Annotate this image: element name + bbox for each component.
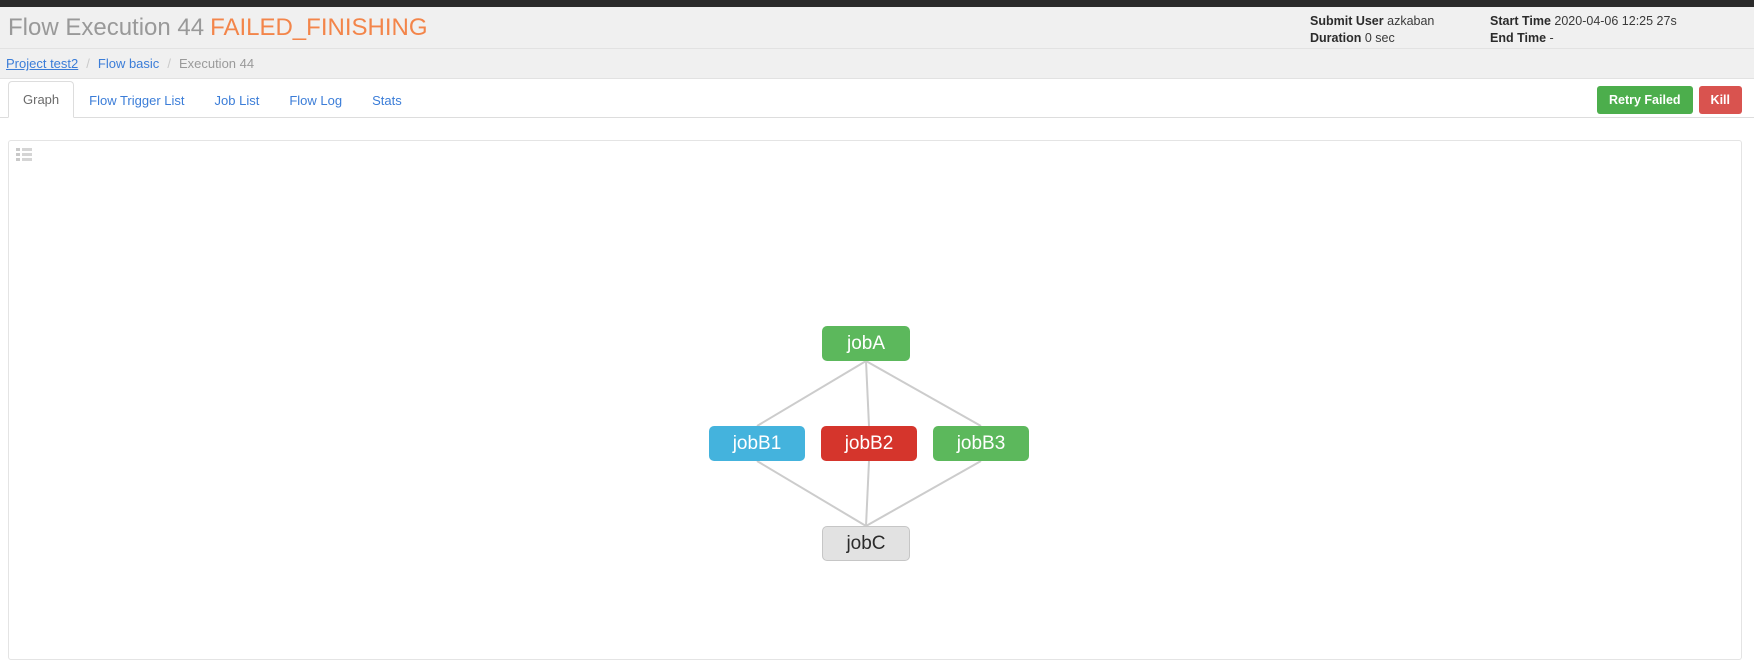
tab-job-list[interactable]: Job List: [214, 93, 260, 108]
submit-user-row: Submit User azkaban: [1310, 13, 1434, 30]
kill-button[interactable]: Kill: [1698, 86, 1742, 114]
end-time-label: End Time: [1490, 31, 1547, 45]
start-time-row: Start Time 2020-04-06 12:25 27s: [1490, 13, 1677, 30]
graph-edge-jobB2-jobC: [865, 460, 870, 527]
graph-edge-jobA-jobB2: [865, 360, 870, 427]
list-icon-row: [16, 158, 33, 161]
flow-title-text: Flow Execution 44: [8, 14, 205, 41]
list-icon-bar: [22, 153, 32, 156]
graph-node-jobC[interactable]: jobC: [822, 526, 910, 561]
end-time-row: End Time -: [1490, 30, 1677, 47]
tab-graph[interactable]: Graph: [8, 81, 75, 118]
breadcrumb-current: Execution 44: [178, 56, 255, 71]
flow-graph-edges: [756, 360, 982, 527]
list-icon-bar: [22, 148, 32, 151]
end-time-value: -: [1549, 31, 1554, 45]
graph-edge-jobA-jobB3: [865, 360, 982, 427]
graph-node-jobA[interactable]: jobA: [822, 326, 910, 361]
graph-edge-jobA-jobB1: [756, 360, 867, 427]
start-time-value: 2020-04-06 12:25 27s: [1554, 14, 1677, 28]
tab-bar: Graph Flow Trigger List Job List Flow Log St…: [0, 79, 1754, 118]
graph-node-jobB2[interactable]: jobB2: [821, 426, 917, 461]
submit-user-label: Submit User: [1310, 14, 1384, 28]
retry-failed-button[interactable]: Retry Failed: [1596, 86, 1693, 114]
list-icon-square: [16, 158, 20, 161]
tab-list: Graph Flow Trigger List Job List Flow Log St…: [8, 80, 417, 118]
graph-edge-jobB3-jobC: [865, 460, 982, 527]
breadcrumb-link[interactable]: Flow basic: [97, 56, 160, 71]
flow-graph-panel: jobA jobB1 jobB2 jobB3 jobC: [8, 140, 1742, 660]
duration-row: Duration 0 sec: [1310, 30, 1434, 47]
header-meta-time: Start Time 2020-04-06 12:25 27s End Time…: [1490, 13, 1677, 47]
breadcrumb: Project test2 / Flow basic / Execution 44: [0, 49, 1754, 79]
list-icon-row: [16, 153, 33, 156]
breadcrumb-link[interactable]: Project test2: [6, 56, 79, 71]
start-time-label: Start Time: [1490, 14, 1551, 28]
breadcrumb-separator: /: [167, 56, 171, 71]
graph-edge-jobB1-jobC: [756, 460, 867, 527]
tab-flow-log[interactable]: Flow Log: [289, 93, 343, 108]
list-icon[interactable]: [16, 148, 33, 163]
submit-user-value: azkaban: [1387, 14, 1435, 28]
list-icon-square: [16, 148, 20, 151]
list-icon-row: [16, 148, 33, 151]
duration-label: Duration: [1310, 31, 1362, 45]
graph-node-jobB3[interactable]: jobB3: [933, 426, 1029, 461]
execution-actions: Retry Failed Kill: [1596, 86, 1742, 114]
breadcrumb-separator: /: [86, 56, 90, 71]
list-icon-square: [16, 153, 20, 156]
tab-flow-trigger-list[interactable]: Flow Trigger List: [89, 93, 185, 108]
header-meta-user: Submit User azkaban Duration 0 sec: [1310, 13, 1434, 47]
top-navbar-strip: [0, 0, 1754, 7]
tab-stats[interactable]: Stats: [372, 93, 402, 108]
graph-node-jobB1[interactable]: jobB1: [709, 426, 805, 461]
duration-value: 0 sec: [1364, 31, 1395, 45]
list-icon-bar: [22, 158, 32, 161]
status-badge: FAILED_FINISHING: [210, 14, 428, 41]
